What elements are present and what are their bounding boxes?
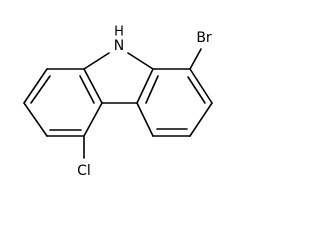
double-bond-inner <box>145 75 159 104</box>
bromine-atom-label: Br <box>196 30 212 46</box>
bond <box>83 102 103 137</box>
left-benzene-ring <box>23 68 103 137</box>
bond-to-bromine <box>189 48 202 70</box>
hydrogen-atom-label: H <box>114 25 124 40</box>
bond <box>189 68 213 104</box>
bond <box>83 68 103 104</box>
double-bond-inner <box>79 75 95 104</box>
bond <box>189 102 213 137</box>
right-benzene-ring <box>136 68 213 137</box>
bond <box>83 52 110 70</box>
bond <box>23 102 48 137</box>
chemical-structure: N H Br Cl <box>23 25 213 179</box>
pyrrole-ring <box>83 52 154 104</box>
bond <box>127 52 154 70</box>
bond <box>136 68 154 104</box>
chlorine-atom-label: Cl <box>77 163 91 179</box>
bond <box>136 102 154 137</box>
double-bond-inner <box>30 75 51 104</box>
bond <box>23 68 48 104</box>
double-bond-inner <box>187 76 206 104</box>
nitrogen-atom-label: N <box>114 38 124 54</box>
